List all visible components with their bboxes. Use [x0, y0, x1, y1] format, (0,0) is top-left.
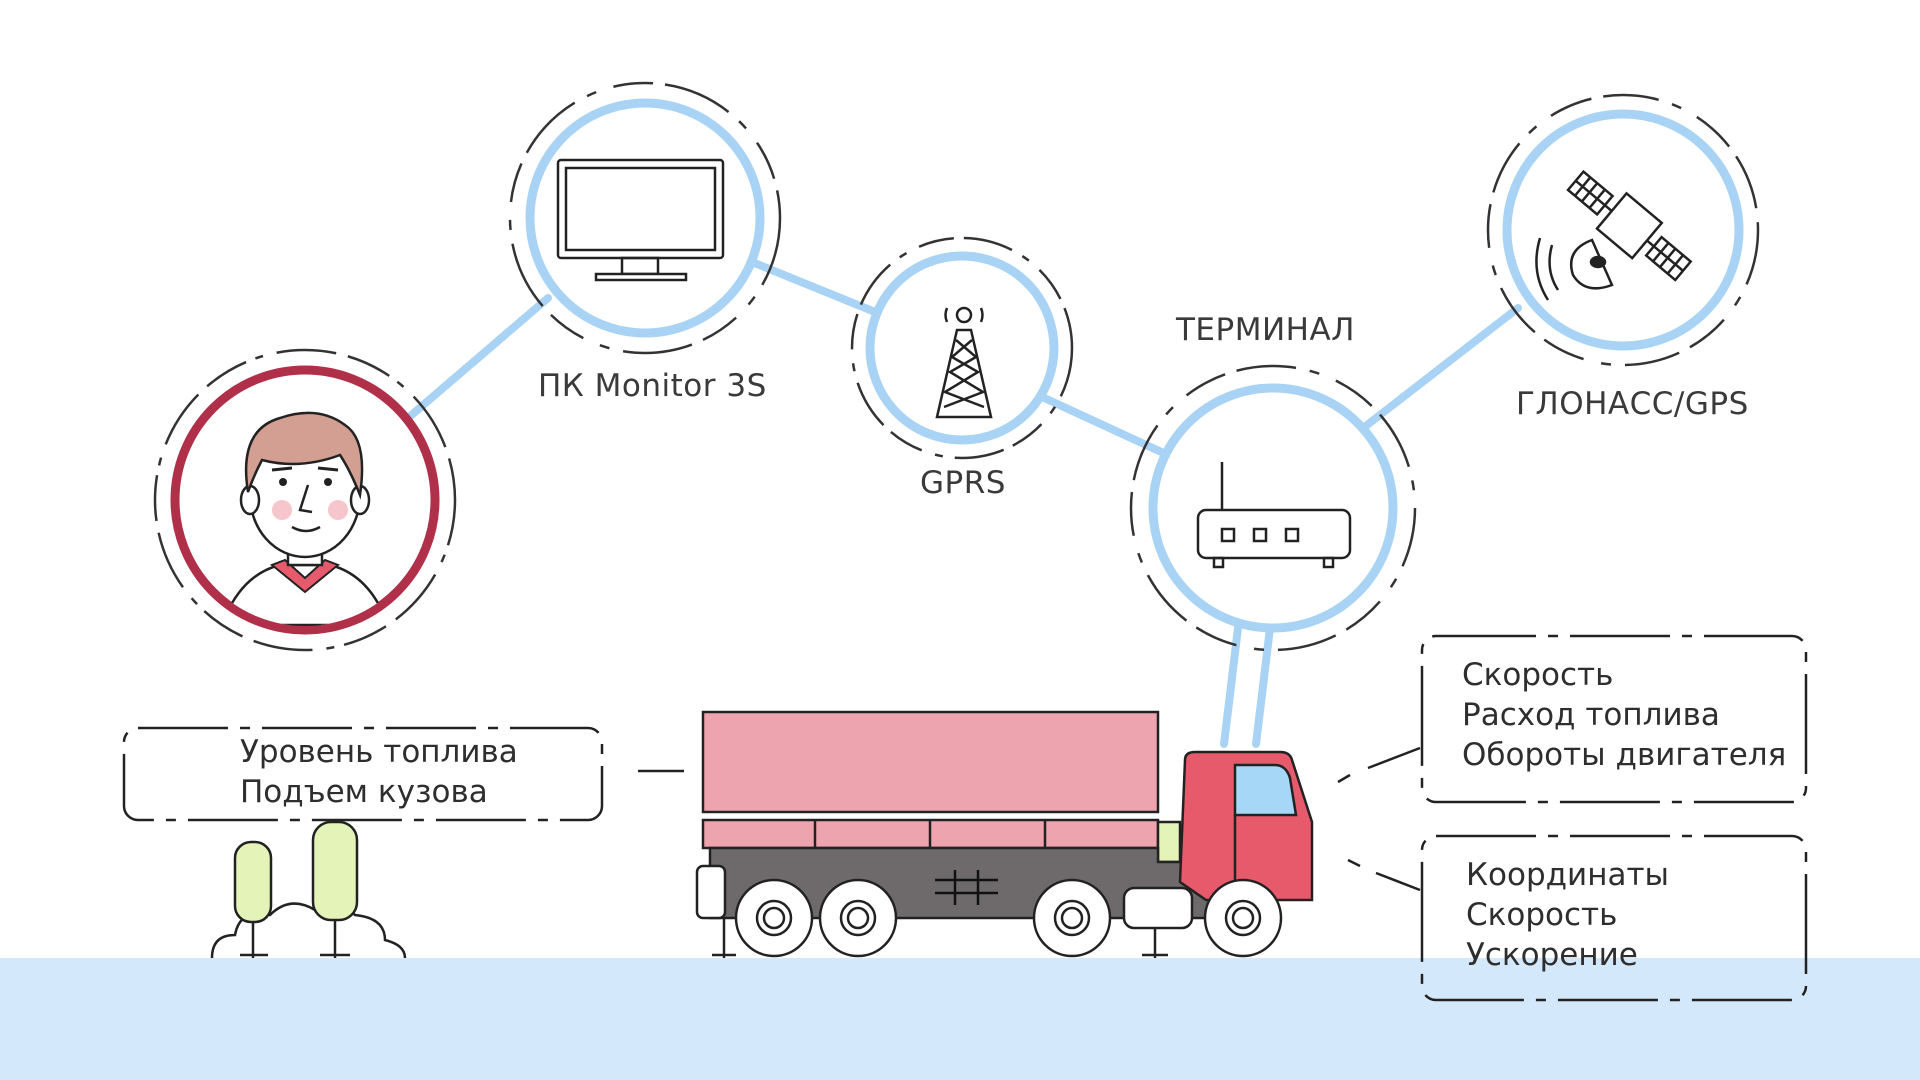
- info-box-frames: [122, 634, 1808, 1002]
- terminal-node: [1129, 364, 1417, 652]
- person-icon: [220, 411, 390, 626]
- fuel-box-line: Уровень топлива: [240, 734, 518, 770]
- speed-box-line: Обороты двигателя: [1462, 737, 1787, 773]
- coords-box-line: Скорость: [1466, 897, 1618, 933]
- coords-box-line: Координаты: [1466, 857, 1669, 893]
- speed-info-box: Скорость Расход топлива Обороты двигател…: [1462, 655, 1786, 775]
- monitor-icon: [556, 158, 725, 282]
- pc-node: [508, 81, 782, 355]
- gprs-node: [850, 236, 1074, 460]
- connection-lines: [404, 258, 1522, 748]
- pc-label: ПК Monitor 3S: [538, 368, 767, 404]
- satellite-node: [1486, 93, 1760, 367]
- speed-box-line: Расход топлива: [1462, 697, 1720, 733]
- coords-box-line: Ускорение: [1466, 937, 1638, 973]
- person-node: [153, 348, 457, 652]
- satellite-label: ГЛОНАСС/GPS: [1516, 386, 1749, 422]
- speed-box-line: Скорость: [1462, 657, 1614, 693]
- callout-lines: [638, 746, 1421, 892]
- coords-info-box: Координаты Скорость Ускорение: [1466, 855, 1669, 975]
- ground: [0, 958, 1920, 1080]
- router-icon: [1196, 462, 1352, 569]
- terminal-label: ТЕРМИНАЛ: [1176, 312, 1355, 348]
- gprs-label: GPRS: [920, 465, 1006, 501]
- tree-icon: [210, 820, 407, 959]
- fuel-info-box: Уровень топлива Подъем кузова: [240, 732, 518, 812]
- satellite-icon: [1566, 169, 1693, 282]
- truck-icon: [695, 710, 1314, 958]
- fuel-box-line: Подъем кузова: [240, 774, 488, 810]
- tower-icon: [935, 306, 993, 419]
